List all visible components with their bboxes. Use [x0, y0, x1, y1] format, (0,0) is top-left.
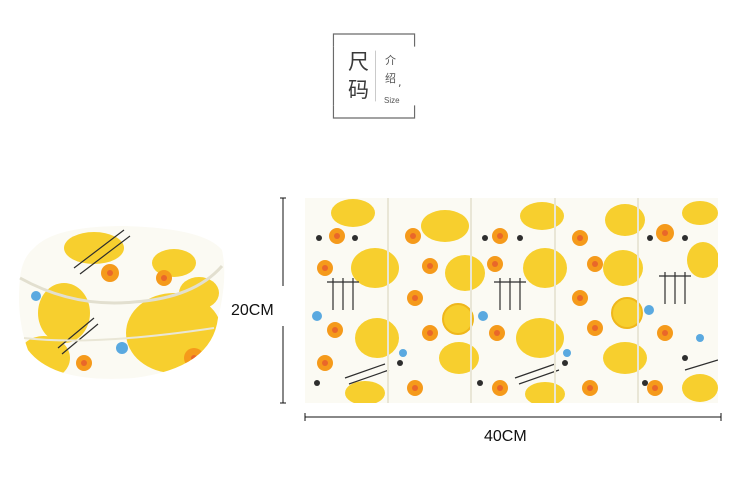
width-label: 40CM	[484, 428, 527, 445]
scarf-product-photo	[14, 218, 228, 386]
title-frame	[332, 33, 416, 119]
title-sub-1: 介	[385, 54, 396, 67]
height-dimension-arrow	[280, 197, 286, 404]
title-comma: ,	[398, 76, 402, 89]
title-size-word: Size	[384, 96, 400, 105]
fabric-pattern-photo	[305, 198, 718, 403]
title-char-1: 尺	[348, 50, 369, 74]
width-dimension-arrow	[304, 413, 722, 421]
height-label: 20CM	[231, 302, 274, 319]
size-intro-title: 尺 码 介 绍 ,	[332, 33, 418, 121]
title-char-2: 码	[348, 78, 369, 102]
title-sub-2: 绍	[385, 72, 396, 85]
